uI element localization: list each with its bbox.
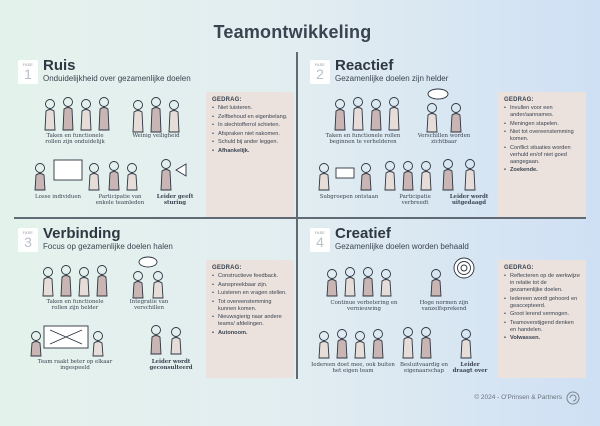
caption: Leider wordt uitgedaagd [449, 194, 489, 207]
caption: Hoge normen zijn vanzelfsprekend [419, 300, 469, 313]
caption: Taken en functionele rollen beginnen te … [325, 133, 401, 146]
caption: Team raakt beter op elkaar ingespeeld [37, 359, 113, 372]
quadrant-title: Verbinding [43, 225, 121, 242]
caption: Besluitvaardig en eigenaarschap [399, 362, 449, 375]
behavior-panel: GEDRAG: Niet luisteren.Zelfbehoud en eig… [206, 92, 294, 217]
caption: Weinig veiligheid [132, 133, 180, 139]
reactief-illustration [318, 88, 476, 191]
logo-swirl-icon [566, 391, 580, 405]
vertical-divider [296, 52, 298, 379]
caption: Leider geeft sturing [156, 194, 194, 207]
verbinding-illustration [30, 256, 182, 357]
caption: Participatie verbreedt [399, 194, 431, 207]
caption: Leider wordt geconsulteerd [149, 359, 193, 372]
quadrant-subtitle: Onduidelijkheid over gezamenlijke doelen [43, 74, 191, 83]
behavior-panel: GEDRAG: Reflecteren op de werkwijze in r… [498, 260, 586, 378]
caption: Iedereen doet mee, ook buiten het eigen … [311, 362, 395, 375]
caption: Continue verbetering en vernieuwing [330, 300, 398, 313]
caption: Taken en functionele rollen zijn helder [46, 299, 104, 312]
caption: Losse individuen [35, 194, 81, 200]
behavior-panel: GEDRAG: Invullen voor een ander/aannames… [498, 92, 586, 217]
caption: Leider draagt over [452, 362, 488, 375]
quadrant-title: Ruis [43, 57, 76, 74]
behavior-panel: GEDRAG: Constructieve feedback.Aanspreek… [206, 260, 294, 378]
caption: Taken en functionele rollen zijn onduide… [45, 133, 105, 146]
horizontal-divider [14, 217, 586, 219]
creatief-illustration [318, 257, 475, 359]
caption: Integratie van verschillen [129, 299, 169, 312]
page-title: Teamontwikkeling [213, 22, 372, 42]
quadrant-subtitle: Gezamenlijke doelen zijn helder [335, 74, 449, 83]
quadrant-subtitle: Focus op gezamenlijke doelen halen [43, 242, 173, 251]
quadrant-title: Creatief [335, 225, 391, 242]
quadrant-title: Reactief [335, 57, 394, 74]
quadrant-subtitle: Gezamenlijke doelen worden behaald [335, 242, 469, 251]
caption: Verschillen worden zichtbaar [417, 133, 471, 146]
caption: Subgroepen ontstaan [319, 194, 379, 200]
ruis-illustration [34, 97, 187, 191]
copyright-footer: © 2024 - O'Prinsen & Partners [474, 394, 562, 401]
caption: Participatie van enkele teamleden [95, 194, 145, 207]
